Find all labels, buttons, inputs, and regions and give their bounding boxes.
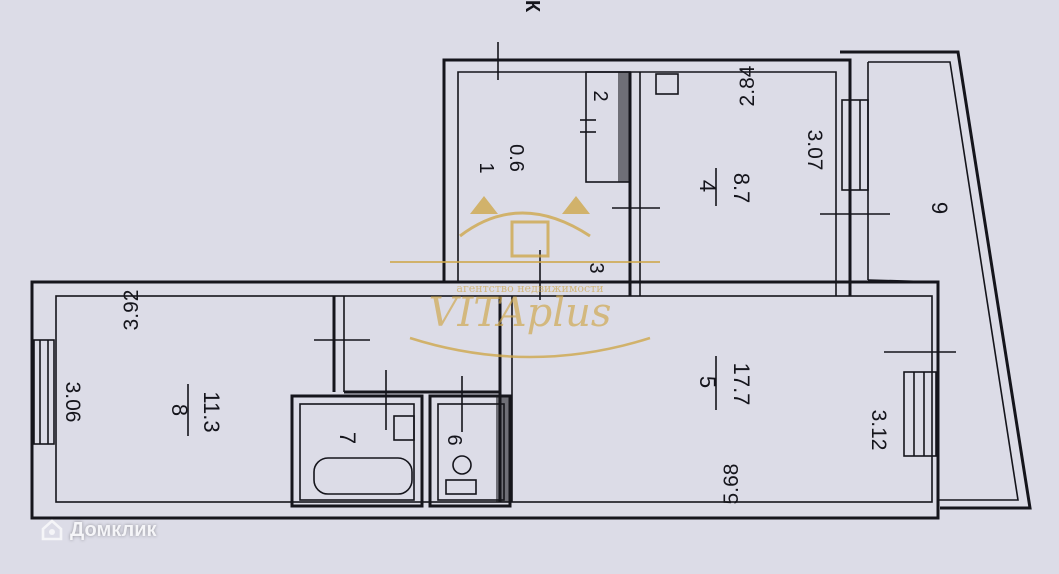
dim-307: 3.07 [803,130,826,171]
balcony-bottom [867,279,939,283]
bathroom-inner [299,403,415,501]
balcony-wall [840,50,1032,510]
room-3-number: 3 [585,262,607,273]
dim-392: 3.92 [120,290,143,331]
upper-block-inner [457,71,837,296]
room-4-area: 8.7 [729,173,754,204]
lion-icon [470,196,590,214]
upper-block-wall [442,58,852,296]
room-1-number: 1 [475,162,497,173]
dim-312: 3.12 [867,410,890,451]
watermark-crest-icon [459,211,591,238]
building-icon [510,220,550,258]
sink-icon [393,415,415,441]
dim-306: 3.06 [61,382,84,423]
room-6-number: 6 [443,434,465,445]
watermark-brand: VITAplus [429,290,612,336]
domclick-logo: Домклик [40,518,157,542]
watermark-flourish-icon [409,336,651,359]
stove-icon [655,73,679,95]
domclick-label: Домклик [70,518,157,541]
windows [33,99,937,457]
room-9-number: 9 [927,202,952,214]
dim-284: 2.84 [736,65,759,106]
corner-text: К [521,0,543,13]
shelving [618,72,630,182]
watermark: агентство недвижимости VITAplus [390,196,660,359]
dim-568: 5.68 [720,464,743,505]
balcony-inner [868,61,1019,501]
room-8-number: 8 [167,404,192,416]
room-2-number: 2 [589,90,611,101]
room-labels: 1 0.6 2 3 4 8.7 5 17.7 6 7 8 [167,90,952,445]
room-4-number: 4 [695,180,720,192]
hatched-wall [496,396,512,502]
window-left [33,339,55,445]
bathroom-wall [290,394,424,508]
home-icon [41,519,63,541]
bathtub-icon [313,457,413,495]
room-5-number: 5 [695,376,720,388]
fixtures [313,72,679,502]
inner-wall-line [55,295,933,503]
outer-wall [30,280,940,520]
watermark-subtitle: агентство недвижимости [456,282,603,295]
room-1-area: 0.6 [505,144,527,172]
toilet-icon [452,455,472,475]
room-8-area: 11.3 [199,391,224,432]
window-room4 [841,99,869,191]
dimension-labels: 2.84 3.07 3.92 3.06 3.12 5.68 К [61,0,890,504]
room-7-number: 7 [335,432,360,444]
door-marks [314,42,956,432]
window-room5 [903,371,937,457]
room-5-area: 17.7 [729,363,754,406]
toilet-inner [437,403,505,501]
